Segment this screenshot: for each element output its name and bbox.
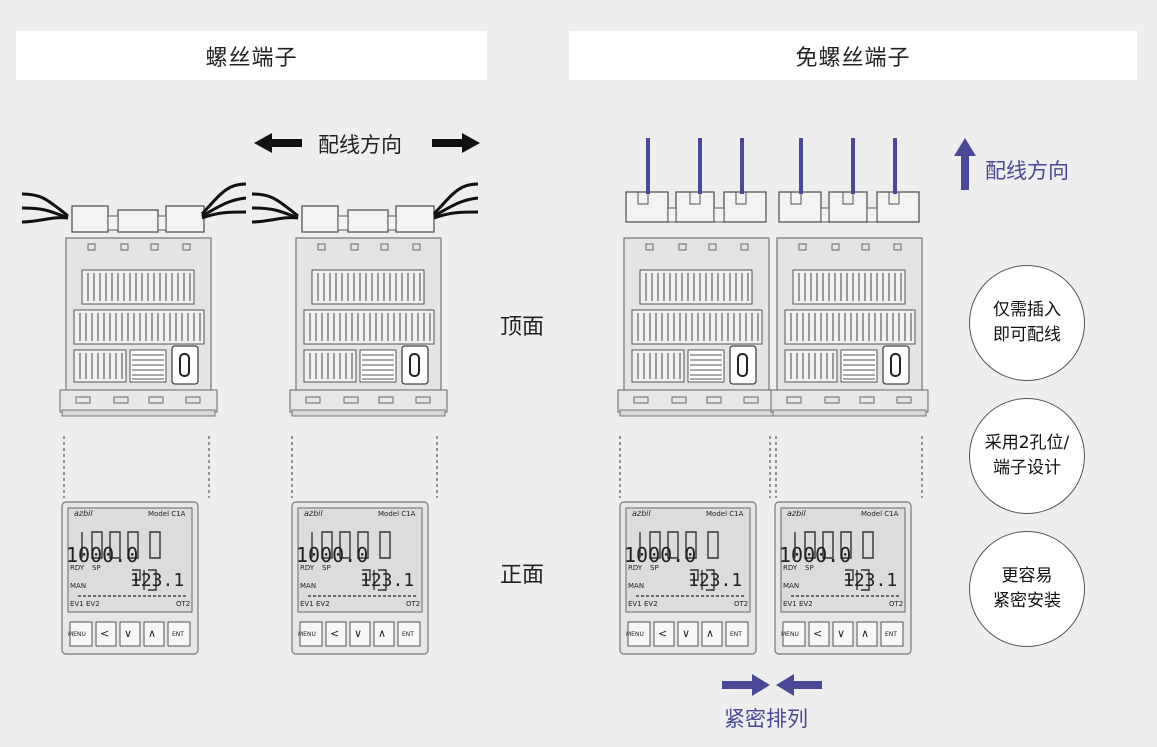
status-rdy: RDY	[628, 564, 643, 572]
pv-readout: 1000.0	[779, 543, 851, 567]
sv-readout: 123.1	[688, 570, 742, 591]
model-text: Model C1A	[148, 510, 186, 518]
key-up[interactable]: ∧	[148, 627, 156, 640]
output-ot2: OT2	[734, 600, 748, 608]
arrow-left-icon	[254, 133, 302, 153]
screwless-unit-1-top	[617, 191, 776, 417]
pv-readout: 1000.0	[66, 543, 138, 567]
status-rdy: RDY	[70, 564, 85, 572]
pv-readout: 1000.0	[624, 543, 696, 567]
screwless-unit-2-top	[770, 191, 929, 417]
front-panel-labels: azbil Model C1A 1000.0 123.1 RDY SP MAN …	[66, 509, 190, 640]
key-up[interactable]: ∧	[861, 627, 869, 640]
arrow-up-icon	[954, 138, 976, 190]
status-rdy: RDY	[783, 564, 798, 572]
output-ot2: OT2	[176, 600, 190, 608]
compact-arrangement-label: 紧密排列	[724, 707, 808, 731]
key-left[interactable]: <	[813, 627, 822, 640]
key-menu[interactable]: MENU	[68, 631, 86, 638]
feature-circle-easy-mounting: 更容易 紧密安装	[969, 531, 1085, 647]
side-wires	[21, 182, 479, 224]
status-man: MAN	[300, 582, 316, 590]
output-ot2: OT2	[406, 600, 420, 608]
section-title-screwless-text: 免螺丝端子	[795, 45, 911, 71]
screw-unit-1-top	[59, 205, 218, 417]
front-panel-labels-3: azbil Model C1A 1000.0 123.1 RDY SP MAN …	[624, 509, 748, 640]
key-ent[interactable]: ENT	[885, 631, 897, 638]
arrow-right-icon	[432, 133, 480, 153]
top-view-label: 顶面	[500, 315, 545, 340]
logo-text: azbil	[787, 509, 806, 518]
model-text: Model C1A	[706, 510, 744, 518]
key-ent[interactable]: ENT	[172, 631, 184, 638]
logo-text: azbil	[304, 509, 323, 518]
status-man: MAN	[628, 582, 644, 590]
output-ev1: EV1	[300, 600, 314, 608]
key-up[interactable]: ∧	[378, 627, 386, 640]
logo-text: azbil	[632, 509, 651, 518]
key-menu[interactable]: MENU	[298, 631, 316, 638]
feature-line: 紧密安装	[993, 591, 1061, 611]
output-ev2: EV2	[316, 600, 330, 608]
logo-text: azbil	[74, 509, 93, 518]
output-ev2: EV2	[86, 600, 100, 608]
sv-readout: 123.1	[360, 570, 414, 591]
status-sp: SP	[805, 564, 814, 572]
feature-line: 仅需插入	[993, 300, 1061, 320]
model-text: Model C1A	[378, 510, 416, 518]
status-sp: SP	[322, 564, 331, 572]
section-title-screw: 螺丝端子	[16, 31, 487, 80]
dotted-guides-left	[63, 436, 438, 498]
section-title-screwless: 免螺丝端子	[569, 31, 1137, 80]
output-ot2: OT2	[889, 600, 903, 608]
status-sp: SP	[92, 564, 101, 572]
key-down[interactable]: ∨	[682, 627, 690, 640]
output-ev1: EV1	[70, 600, 84, 608]
key-ent[interactable]: ENT	[730, 631, 742, 638]
sv-readout: 123.1	[130, 570, 184, 591]
feature-circle-insert-wiring: 仅需插入 即可配线	[969, 265, 1085, 381]
screw-unit-2-top	[289, 205, 448, 417]
feature-line: 更容易	[1001, 566, 1053, 586]
key-left[interactable]: <	[100, 627, 109, 640]
feature-line: 端子设计	[993, 458, 1061, 478]
compact-arrow-right-icon	[722, 674, 770, 696]
status-rdy: RDY	[300, 564, 315, 572]
front-panel-labels-4: azbil Model C1A 1000.0 123.1 RDY SP MAN …	[779, 509, 903, 640]
key-menu[interactable]: MENU	[626, 631, 644, 638]
key-menu[interactable]: MENU	[781, 631, 799, 638]
status-man: MAN	[70, 582, 86, 590]
vertical-wires	[646, 138, 897, 194]
feature-circle-two-hole-design: 采用2孔位/ 端子设计	[969, 398, 1085, 514]
model-text: Model C1A	[861, 510, 899, 518]
pv-readout: 1000.0	[296, 543, 368, 567]
key-down[interactable]: ∨	[354, 627, 362, 640]
section-title-screw-text: 螺丝端子	[205, 45, 298, 71]
front-view-label: 正面	[500, 563, 545, 588]
sv-readout: 123.1	[843, 570, 897, 591]
output-ev2: EV2	[644, 600, 658, 608]
key-down[interactable]: ∨	[837, 627, 845, 640]
wiring-direction-label-right: 配线方向	[985, 159, 1069, 183]
status-sp: SP	[650, 564, 659, 572]
key-up[interactable]: ∧	[706, 627, 714, 640]
compact-arrow-left-icon	[776, 674, 822, 696]
key-left[interactable]: <	[330, 627, 339, 640]
key-ent[interactable]: ENT	[402, 631, 414, 638]
output-ev2: EV2	[799, 600, 813, 608]
feature-line: 即可配线	[993, 325, 1061, 345]
dotted-guides-right	[619, 436, 923, 498]
key-down[interactable]: ∨	[124, 627, 132, 640]
output-ev1: EV1	[783, 600, 797, 608]
front-panel-labels-2: azbil Model C1A 1000.0 123.1 RDY SP MAN …	[296, 509, 420, 640]
wiring-direction-label-left: 配线方向	[318, 133, 402, 157]
key-left[interactable]: <	[658, 627, 667, 640]
output-ev1: EV1	[628, 600, 642, 608]
feature-line: 采用2孔位/	[984, 433, 1070, 453]
status-man: MAN	[783, 582, 799, 590]
